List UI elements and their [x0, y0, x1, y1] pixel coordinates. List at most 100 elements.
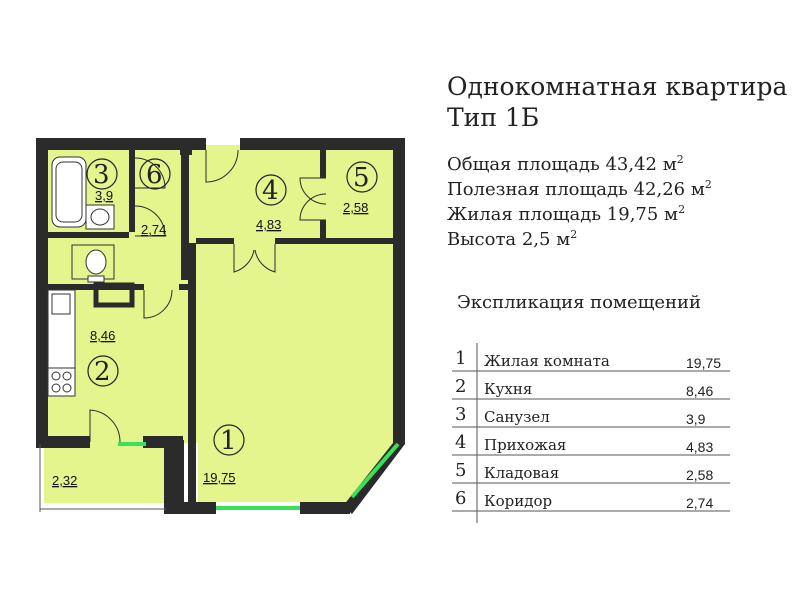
- table-row: 3 Санузел 3,9: [455, 404, 706, 427]
- table-rows: 1 Жилая комната 19,75 2 Кухня 8,46 3 Сан…: [455, 348, 721, 511]
- row-name: Коридор: [484, 492, 552, 510]
- bath-door: [134, 157, 166, 189]
- table-row: 1 Жилая комната 19,75: [455, 348, 721, 371]
- circle-3: [86, 158, 118, 190]
- circle-1: [213, 424, 245, 456]
- kitchen-sink: [51, 293, 71, 315]
- row-area: 3,9: [686, 411, 706, 427]
- shaft: [93, 282, 135, 308]
- wall-left: [36, 138, 48, 438]
- wall-balcony-top-right: [143, 436, 183, 448]
- wall-bath-corridor: [129, 150, 135, 232]
- wall-bath-bottom: [44, 232, 129, 238]
- area-kitchen: 8,46: [90, 328, 115, 343]
- room-number-4: 4: [262, 176, 279, 206]
- balcony-rail: [39, 444, 166, 512]
- wall-hall-bottom-right: [275, 238, 393, 244]
- wall-storage-lower: [320, 220, 326, 244]
- explication-title: Экспликация помещений: [457, 292, 702, 313]
- table-row: 6 Коридор 2,74: [455, 488, 713, 511]
- wall-storage-upper: [320, 150, 326, 178]
- wall-partition-main: [188, 243, 196, 503]
- room-numbers: 1 2 3 4 5 6: [93, 160, 370, 456]
- wall-hall-bottom-left: [196, 238, 234, 244]
- balcony-door: [89, 409, 121, 443]
- wc-door: [134, 205, 166, 237]
- row-area: 4,83: [686, 439, 713, 455]
- apartment-title: Однокомнатная квартира: [447, 72, 788, 101]
- room-number-circles: [86, 158, 378, 456]
- stat-living-area: Жилая площадь 19,75 м2: [447, 203, 686, 225]
- area-bath: 3,9: [95, 188, 113, 203]
- circle-2: [87, 355, 119, 387]
- stat-height: Высота 2,5 м2: [447, 228, 578, 250]
- wall-bottom-right: [300, 502, 350, 514]
- table-row: 5 Кладовая 2,58: [455, 460, 713, 483]
- row-name: Кухня: [484, 380, 532, 398]
- wall-balcony-side: [164, 440, 184, 514]
- windows: [118, 442, 400, 510]
- row-num: 6: [455, 488, 466, 509]
- stat-useful-area: Полезная площадь 42,26 м2: [447, 178, 712, 200]
- row-area: 8,46: [686, 383, 713, 399]
- storage-door-upper: [299, 177, 327, 205]
- apartment-type: Тип 1Б: [447, 103, 540, 132]
- outer-walls: [36, 138, 405, 514]
- row-name: Санузел: [484, 408, 550, 426]
- table-grid: [452, 343, 730, 523]
- balcony-floor: [44, 443, 164, 503]
- row-num: 2: [455, 376, 466, 397]
- room-door-left: [233, 244, 255, 273]
- area-living: 19,75: [203, 470, 236, 485]
- entrance-door: [205, 149, 239, 183]
- circle-6: [139, 158, 171, 190]
- row-num: 4: [455, 432, 466, 453]
- room-number-1: 1: [220, 426, 237, 456]
- row-num: 1: [455, 348, 466, 369]
- washbasin-bowl: [90, 208, 110, 226]
- storage-door-lower: [299, 193, 327, 221]
- room-number-5: 5: [353, 163, 370, 193]
- stat-total-area: Общая площадь 43,42 м2: [447, 153, 684, 175]
- row-num: 3: [455, 404, 466, 425]
- room-areas: 19,75 8,46 3,9 4,83 2,58 2,74 2,32: [52, 188, 368, 488]
- circle-5: [346, 161, 378, 193]
- fixtures: [47, 156, 115, 397]
- toilet: [85, 249, 107, 275]
- wall-partition-a: [181, 150, 189, 280]
- door-swings: [89, 149, 327, 443]
- kitchen-door: [143, 289, 173, 319]
- room-door-right: [254, 244, 276, 273]
- wall-right: [393, 138, 405, 438]
- burner-4: [62, 383, 72, 393]
- bathtub-inner: [55, 161, 83, 223]
- wall-top-right: [240, 138, 405, 150]
- interior-walls: [44, 150, 393, 503]
- room-number-3: 3: [93, 160, 110, 190]
- row-num: 5: [455, 460, 466, 481]
- toilet-tank: [87, 275, 105, 283]
- circle-4: [255, 174, 287, 206]
- area-corridor: 2,74: [141, 222, 166, 237]
- room-number-2: 2: [94, 357, 111, 387]
- floor-fill: [44, 145, 398, 503]
- right-block-floor: [198, 145, 398, 502]
- burner-3: [51, 383, 61, 393]
- table-row: 4 Прихожая 4,83: [455, 432, 713, 455]
- area-balcony: 2,32: [52, 473, 77, 488]
- row-area: 2,58: [686, 467, 713, 483]
- row-name: Кладовая: [484, 464, 559, 482]
- area-storage: 2,58: [343, 200, 368, 215]
- floor-plan: 1 2 3 4 5 6 19,75 8,46 3,9 4,83 2,58 2,7…: [36, 138, 405, 514]
- room-number-6: 6: [146, 160, 163, 190]
- stove: [47, 367, 76, 397]
- burner-2: [62, 371, 72, 381]
- row-name: Прихожая: [484, 436, 566, 454]
- row-area: 19,75: [686, 355, 721, 371]
- wall-balcony-top-left: [36, 436, 90, 448]
- window-bay: [350, 442, 400, 499]
- area-hall: 4,83: [256, 217, 281, 232]
- wall-bottom-left: [180, 502, 216, 514]
